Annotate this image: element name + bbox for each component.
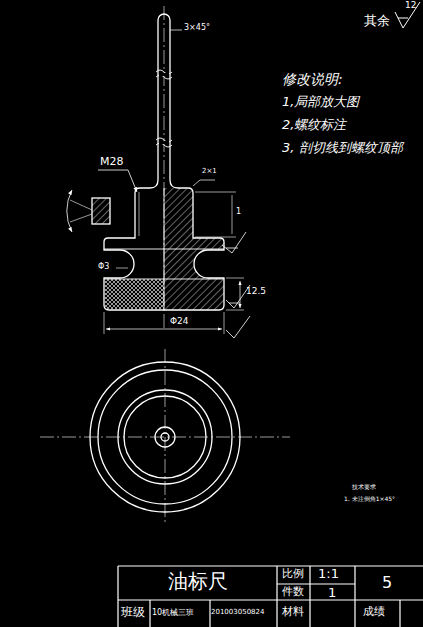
notes-item: 1. 未注倒角1×45° xyxy=(344,496,395,503)
table-cell: 班级 xyxy=(121,606,145,619)
revision-item: 1,局部放大图 xyxy=(282,95,359,109)
dipstick-view xyxy=(40,2,423,627)
revision-item: 2,螺纹标注 xyxy=(282,118,346,132)
notes-heading: 技术要求 xyxy=(352,484,376,491)
length-dimension: 12.5 xyxy=(246,287,266,297)
title-cell: 油标尺 xyxy=(168,570,228,592)
groove-dimension: 2×1 xyxy=(202,168,217,176)
table-cell: 材料 xyxy=(282,606,304,618)
table-cell: 成绩 xyxy=(363,606,385,618)
thread-dimension: M28 xyxy=(100,156,124,168)
length-dimension: 1 xyxy=(236,208,241,217)
roughness-value: 12 xyxy=(405,1,416,11)
table-cell: 5 xyxy=(382,574,392,592)
diameter-dimension: Φ3 xyxy=(98,263,109,272)
revision-item: 3, 剖切线到螺纹顶部 xyxy=(282,141,403,155)
chamfer-note: 3×45° xyxy=(184,24,210,33)
diameter-dimension: Φ24 xyxy=(170,317,189,327)
table-cell: 比例 xyxy=(282,568,304,580)
roughness-note: 其余 xyxy=(364,14,390,28)
table-cell: 201003050824 xyxy=(211,609,264,617)
table-cell: 1:1 xyxy=(318,567,339,581)
table-cell: 1 xyxy=(328,586,336,600)
table-cell: 件数 xyxy=(282,586,304,598)
table-cell: 10机械三班 xyxy=(152,609,194,618)
revision-heading: 修改说明: xyxy=(282,72,343,87)
